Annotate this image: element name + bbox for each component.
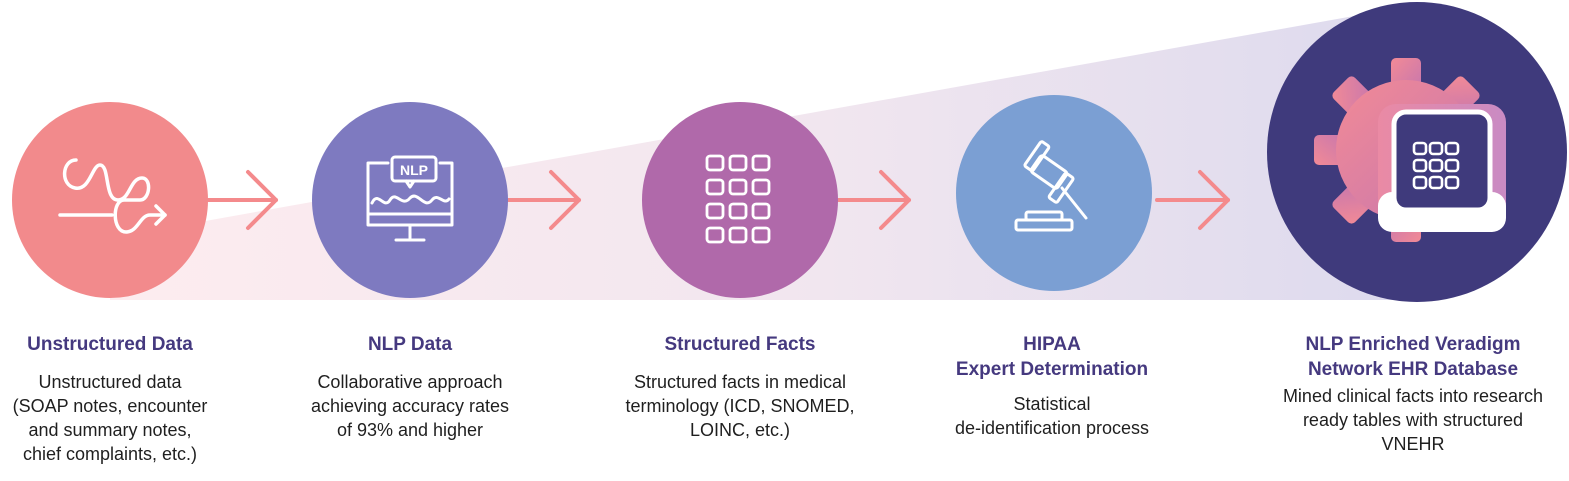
nlp-monitor-icon	[366, 155, 454, 242]
connector-arrow	[836, 170, 911, 230]
step-nlp: NLP Data Collaborative approach achievin…	[270, 332, 550, 442]
step-description: Structured facts in medical terminology …	[625, 372, 855, 440]
connector-arrow	[1155, 170, 1230, 230]
step-description: Statistical de-identification process	[954, 394, 1150, 438]
step-title: Structured Facts	[664, 334, 816, 355]
gear-database-icon	[1314, 58, 1506, 242]
step-description: Unstructured data (SOAP notes, encounter…	[12, 372, 208, 464]
step-title: NLP Data	[367, 334, 453, 355]
step-circle-unstructured	[12, 102, 208, 298]
step-structured: Structured Facts Structured facts in med…	[600, 332, 880, 442]
unstructured-path-icon	[58, 158, 167, 234]
connector-arrow	[203, 170, 278, 230]
step-circle-structured	[642, 102, 838, 298]
step-title: NLP Enriched Veradigm Network EHR Databa…	[1305, 334, 1521, 380]
step-title: HIPAA Expert Determination	[955, 334, 1149, 380]
step-title: Unstructured Data	[27, 334, 193, 355]
step-database: NLP Enriched Veradigm Network EHR Databa…	[1263, 332, 1563, 456]
connector-arrow	[506, 170, 581, 230]
step-circle-hipaa	[956, 95, 1152, 291]
nlp-icon-label: NLP	[400, 162, 428, 178]
gavel-icon	[1014, 140, 1088, 232]
step-description: Mined clinical facts into research ready…	[1282, 386, 1544, 454]
grid-icon	[705, 154, 771, 244]
step-description: Collaborative approach achieving accurac…	[310, 372, 510, 440]
step-unstructured: Unstructured Data Unstructured data (SOA…	[0, 332, 250, 466]
step-hipaa: HIPAA Expert Determination Statistical d…	[912, 332, 1192, 440]
